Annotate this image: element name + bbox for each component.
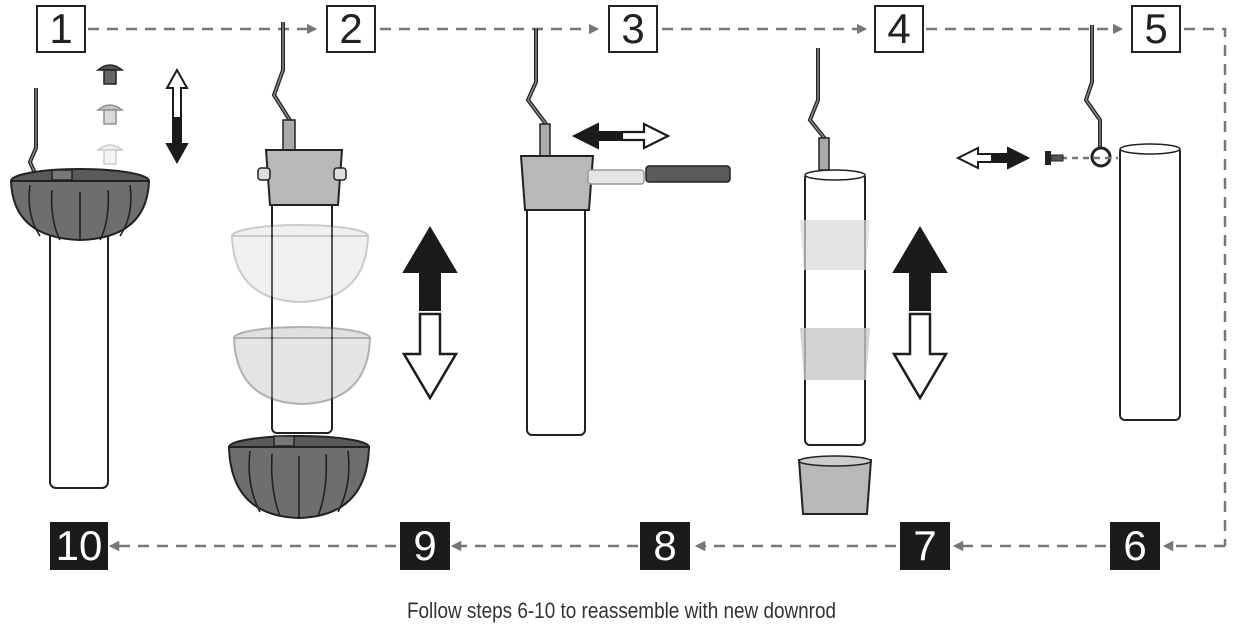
pin-ghost [587,169,645,185]
canopy-ghost [230,224,370,304]
step-3-illustration [519,28,731,436]
step-1-label: 1 [36,5,86,53]
step-5-illustration [955,25,1181,421]
step-10-label: 10 [50,522,108,570]
flow-line-top [88,23,1227,546]
collar [797,459,873,515]
collar [257,149,347,206]
collar [519,155,595,211]
double-arrow-horizontal-icon [955,146,1031,170]
step-6-label: 6 [1110,522,1160,570]
wire-inner [29,88,39,181]
collar-ghost [800,220,870,270]
caption: Follow steps 6-10 to reassemble with new… [406,598,837,623]
canopy [227,435,371,520]
step-2-label: 2 [326,5,376,53]
screw-icon [95,104,125,125]
downrod [1119,146,1181,421]
step-4-illustration [797,48,949,515]
double-arrow-vertical-icon [401,226,459,401]
step-1-illustration [9,64,189,489]
collar-ghost [800,328,870,380]
double-arrow-vertical-icon [165,67,189,165]
double-arrow-vertical-icon [891,226,949,401]
step-3-label: 3 [608,5,658,53]
step-9-label: 9 [400,522,450,570]
step-7-label: 7 [900,522,950,570]
screw-icon [1045,151,1064,165]
step-2-illustration [227,22,459,520]
canopy-ghost [232,326,372,406]
downrod [49,214,109,489]
downrod [804,172,866,446]
screw-icon [95,144,125,165]
pin [645,165,731,183]
step-8-label: 8 [640,522,690,570]
step-4-label: 4 [874,5,924,53]
step-5-label: 5 [1131,5,1181,53]
wire [525,28,548,126]
canopy [9,168,151,242]
screw-icon [95,64,125,85]
double-arrow-horizontal-icon [571,122,671,150]
wire [1083,25,1102,150]
